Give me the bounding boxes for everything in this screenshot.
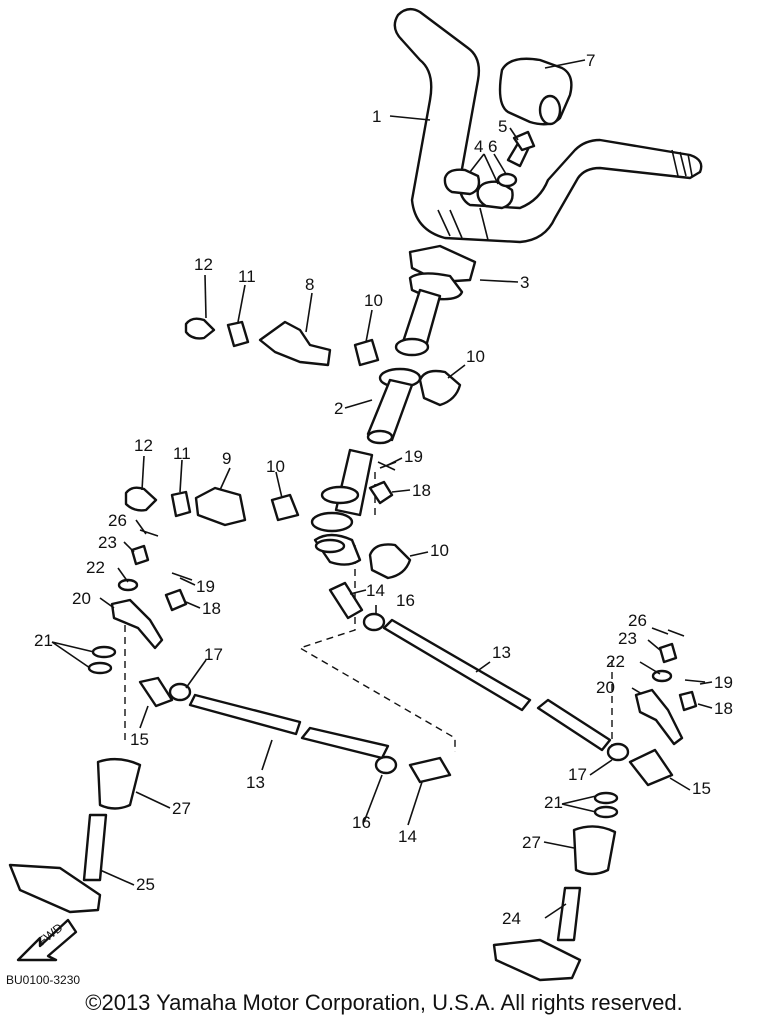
callout-12-upper: 12	[194, 255, 213, 274]
callout-16-upper: 16	[396, 591, 415, 610]
callout-10-b: 10	[466, 347, 485, 366]
nuts-cotter-pins	[164, 461, 706, 712]
callout-19-a: 19	[404, 447, 423, 466]
callout-16-lower: 16	[352, 813, 371, 832]
callout-2: 2	[334, 399, 343, 418]
callout-18-a: 18	[412, 481, 431, 500]
callout-11-lower: 11	[173, 444, 191, 463]
lower-clamp-halves	[443, 130, 536, 210]
callout-18-b: 18	[202, 599, 221, 618]
callout-10-a: 10	[364, 291, 383, 310]
callout-10-d: 10	[430, 541, 449, 560]
callout-23-right: 23	[618, 629, 637, 648]
callout-14-lower: 14	[398, 827, 417, 846]
callout-1: 1	[372, 107, 381, 126]
callout-22-right: 22	[606, 652, 625, 671]
callout-19-c: 19	[714, 673, 733, 692]
callout-24: 24	[502, 909, 521, 928]
callout-13-left: 13	[246, 773, 265, 792]
callout-18-c: 18	[714, 699, 733, 718]
callout-27-left: 27	[172, 799, 191, 818]
handlebar-clamp	[498, 57, 573, 126]
alignment-lines	[124, 470, 613, 752]
collars-bolts	[124, 317, 250, 518]
callout-26-right: 26	[628, 611, 647, 630]
callout-23-left: 23	[98, 533, 117, 552]
callout-14-upper: 14	[366, 581, 385, 600]
callout-5: 5	[498, 117, 507, 136]
callout-20-right: 20	[596, 678, 615, 697]
column-holders	[194, 320, 332, 527]
callout-9: 9	[222, 449, 231, 468]
callout-15-left: 15	[130, 730, 149, 749]
steering-knuckles	[8, 757, 617, 982]
handlebar	[393, 7, 703, 244]
leader-lines	[51, 59, 713, 919]
callout-19-b: 19	[196, 577, 215, 596]
callout-7: 7	[586, 51, 595, 70]
callout-labels: 1 7 5 4 6 3 2 12 11 8 10 10 12 11 9 10 1…	[34, 51, 733, 928]
callout-3: 3	[520, 273, 529, 292]
callout-20-left: 20	[72, 589, 91, 608]
copyright-notice: ©2013 Yamaha Motor Corporation, U.S.A. A…	[85, 990, 683, 1015]
knuckle-arms	[87, 529, 685, 819]
tie-rods	[138, 581, 674, 787]
diagram-code: BU0100-3230	[6, 973, 80, 987]
callout-11-upper: 11	[238, 267, 256, 286]
callout-12-lower: 12	[134, 436, 153, 455]
steering-column-upper	[366, 288, 442, 445]
forward-arrow-icon: FWD	[16, 918, 78, 962]
callout-25: 25	[136, 875, 155, 894]
callout-13-right: 13	[492, 643, 511, 662]
callout-4: 4	[474, 137, 483, 156]
callout-26-left: 26	[108, 511, 127, 530]
callout-21-right: 21	[544, 793, 563, 812]
callout-17-left: 17	[204, 645, 223, 664]
callout-17-right: 17	[568, 765, 587, 784]
callout-15-right: 15	[692, 779, 711, 798]
callout-6: 6	[488, 137, 497, 156]
callout-10-c: 10	[266, 457, 285, 476]
callout-27-right: 27	[522, 833, 541, 852]
callout-22-left: 22	[86, 558, 105, 577]
callout-8: 8	[305, 275, 314, 294]
callout-21-left: 21	[34, 631, 53, 650]
steering-column-lower	[310, 448, 374, 566]
